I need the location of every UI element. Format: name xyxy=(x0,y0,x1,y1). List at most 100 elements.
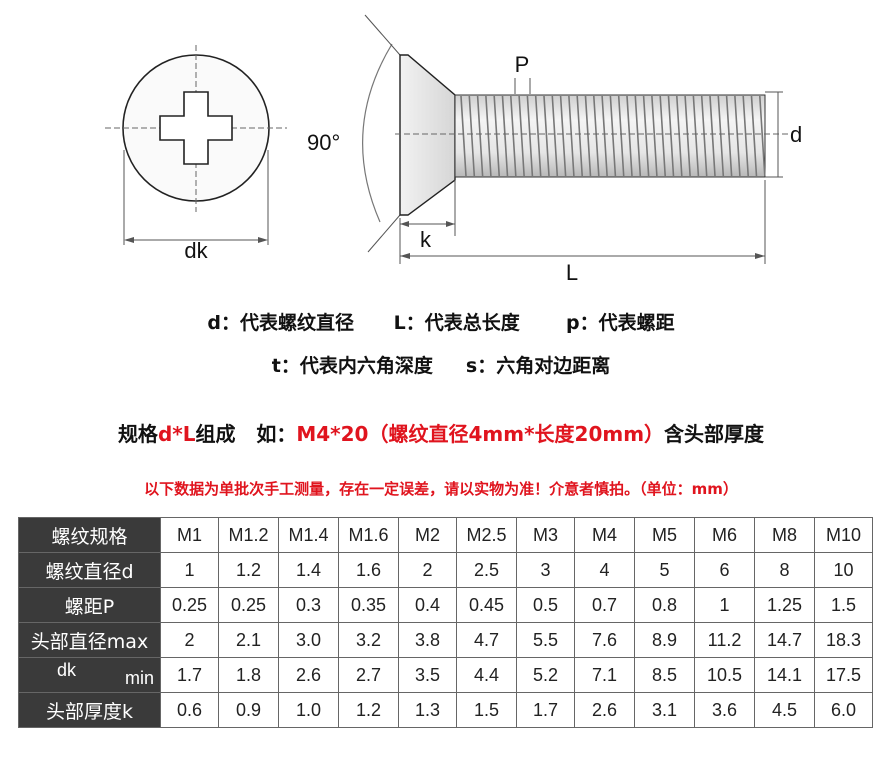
thread-line xyxy=(493,95,500,177)
table-cell: M1 xyxy=(160,517,219,553)
table-cell: 1 xyxy=(160,552,219,588)
table-cell: 3.6 xyxy=(694,692,755,728)
table-cell: 5 xyxy=(634,552,695,588)
thread-line xyxy=(534,95,542,177)
table-cell: 10 xyxy=(814,552,873,588)
table-cell: 3.5 xyxy=(398,657,457,693)
table-cell: 0.6 xyxy=(160,692,219,728)
thread-line xyxy=(709,95,716,177)
table-cell: M2.5 xyxy=(456,517,517,553)
table-cell: 11.2 xyxy=(694,622,755,658)
P-label: P xyxy=(515,52,530,77)
thread-line xyxy=(626,95,633,177)
L-label: L xyxy=(566,260,578,285)
thread-line xyxy=(584,95,592,177)
thread-line xyxy=(659,95,666,177)
measurement-note: 以下数据为单批次手工测量，存在一定误差，请以实物为准！介意者慎拍。（单位：mm） xyxy=(144,480,738,498)
table-cell: 2.6 xyxy=(574,692,635,728)
row-label: 头部直径max xyxy=(18,622,161,658)
thread-line xyxy=(750,95,758,177)
screw-side-view: d P k L xyxy=(395,52,802,285)
thread-line xyxy=(510,95,517,177)
table-cell: 5.2 xyxy=(516,657,575,693)
angle-label: 90° xyxy=(307,130,340,155)
row-label-dk-min: dk min xyxy=(18,657,161,693)
table-cell: M3 xyxy=(516,517,575,553)
table-cell: 0.5 xyxy=(516,587,575,623)
table-cell: 4.5 xyxy=(754,692,815,728)
table-cell: M5 xyxy=(634,517,695,553)
table-cell: M8 xyxy=(754,517,815,553)
legend-line-1: d：代表螺纹直径 L：代表总长度 p：代表螺距 xyxy=(207,312,675,334)
thread-line xyxy=(734,95,741,177)
table-cell: 4 xyxy=(574,552,635,588)
thread-line xyxy=(568,95,575,177)
table-cell: 3.2 xyxy=(338,622,399,658)
thread-line xyxy=(526,95,534,177)
thread-line xyxy=(651,95,658,177)
d-label: d xyxy=(790,122,802,147)
table-cell: 1.6 xyxy=(338,552,399,588)
thread-line xyxy=(559,95,567,177)
table-cell: 4.7 xyxy=(456,622,517,658)
table-cell: 2.1 xyxy=(218,622,279,658)
thread-line xyxy=(742,95,749,177)
table-cell: 1.7 xyxy=(516,692,575,728)
thread-line xyxy=(593,95,600,177)
table-cell: 1.25 xyxy=(754,587,815,623)
thread-line xyxy=(642,95,650,177)
table-cell: 2.6 xyxy=(278,657,339,693)
table-cell: 0.45 xyxy=(456,587,517,623)
row-label: 头部厚度k xyxy=(18,692,161,728)
thread-line xyxy=(485,95,492,177)
table-cell: 2.7 xyxy=(338,657,399,693)
table-cell: 5.5 xyxy=(516,622,575,658)
format-suffix: 含头部厚度 xyxy=(664,422,765,446)
thread-line xyxy=(501,95,509,177)
table-cell: 2 xyxy=(160,622,219,658)
table-cell: 1 xyxy=(694,587,755,623)
table-cell: 8 xyxy=(754,552,815,588)
table-cell: 0.8 xyxy=(634,587,695,623)
legend-line-2: t：代表内六角深度 s：六角对边距离 xyxy=(271,355,611,377)
table-cell: M1.4 xyxy=(278,517,339,553)
format-dl: d*L xyxy=(157,422,196,446)
thread-line xyxy=(543,95,550,177)
format-mid: 组成 如： xyxy=(195,422,297,446)
table-cell: 7.1 xyxy=(574,657,635,693)
table-cell: 7.6 xyxy=(574,622,635,658)
row-label-min: min xyxy=(124,668,154,688)
thread-line xyxy=(634,95,642,177)
thread-line xyxy=(576,95,583,177)
table-cell: 1.8 xyxy=(218,657,279,693)
screw-diagram: dk 90° d P k L xyxy=(105,14,802,285)
table-cell: 3.0 xyxy=(278,622,339,658)
row-label: 螺纹规格 xyxy=(18,517,161,553)
table-cell: 2 xyxy=(398,552,457,588)
row-label: 螺纹直径d xyxy=(18,552,161,588)
table-cell: 18.3 xyxy=(814,622,873,658)
table-cell: 3.1 xyxy=(634,692,695,728)
table-cell: M4 xyxy=(574,517,635,553)
table-cell: 0.25 xyxy=(160,587,219,623)
table-cell: 6 xyxy=(694,552,755,588)
table-cell: 1.3 xyxy=(398,692,457,728)
table-cell: 0.7 xyxy=(574,587,635,623)
thread-line xyxy=(601,95,608,177)
table-cell: 4.4 xyxy=(456,657,517,693)
thread-line xyxy=(700,95,708,177)
thread-line xyxy=(692,95,700,177)
table-cell: 10.5 xyxy=(694,657,755,693)
table-cell: 1.4 xyxy=(278,552,339,588)
table-cell: M10 xyxy=(814,517,873,553)
row-label-dk: dk xyxy=(57,660,77,680)
table-cell: M2 xyxy=(398,517,457,553)
row-label: 螺距P xyxy=(18,587,161,623)
table-cell: 0.3 xyxy=(278,587,339,623)
